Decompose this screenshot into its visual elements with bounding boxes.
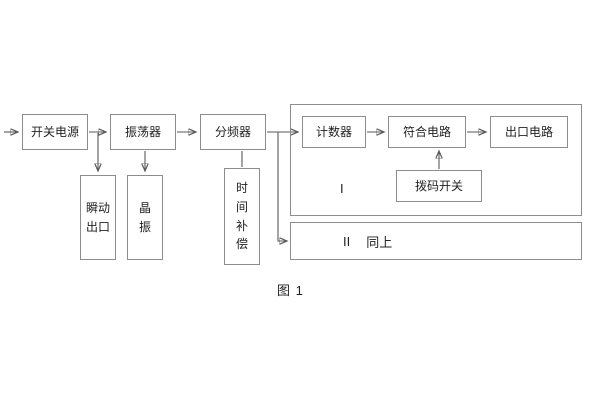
figure-caption: 图 1	[277, 283, 304, 298]
block-power-supply-label: 开关电源	[30, 124, 79, 139]
block-dip-switch-label: 拨码开关	[414, 178, 463, 193]
arrow-divider-to-group2	[277, 132, 287, 241]
block-counter-label: 计数器	[315, 124, 352, 139]
block-time-compensation: 时间补偿	[224, 168, 260, 265]
group2-numeral: II	[343, 233, 351, 249]
block-crystal-oscillator: 晶振	[127, 175, 163, 260]
block-coincidence-circuit: 符合电路	[388, 116, 466, 148]
block-instant-output: 瞬动出口	[80, 175, 116, 260]
group2-labels: II 同上	[343, 222, 392, 260]
block-coincidence-circuit-label: 符合电路	[402, 124, 451, 139]
group1-box	[290, 104, 582, 216]
block-instant-output-label: 瞬动出口	[85, 200, 110, 234]
block-frequency-divider: 分频器	[200, 114, 266, 150]
block-oscillator-label: 振荡器	[124, 124, 161, 139]
block-power-supply: 开关电源	[22, 114, 88, 150]
group1-label: I	[340, 181, 344, 196]
group2-same-as-above-label: 同上	[366, 234, 393, 250]
group2-box	[290, 222, 582, 260]
block-output-circuit-label: 出口电路	[504, 124, 553, 139]
block-oscillator: 振荡器	[110, 114, 176, 150]
block-counter: 计数器	[302, 116, 366, 148]
block-frequency-divider-label: 分频器	[214, 124, 251, 139]
block-crystal-oscillator-label: 晶振	[138, 200, 151, 234]
block-dip-switch: 拨码开关	[396, 170, 482, 202]
block-output-circuit: 出口电路	[490, 116, 568, 148]
block-time-compensation-label: 时间补偿	[235, 181, 248, 252]
